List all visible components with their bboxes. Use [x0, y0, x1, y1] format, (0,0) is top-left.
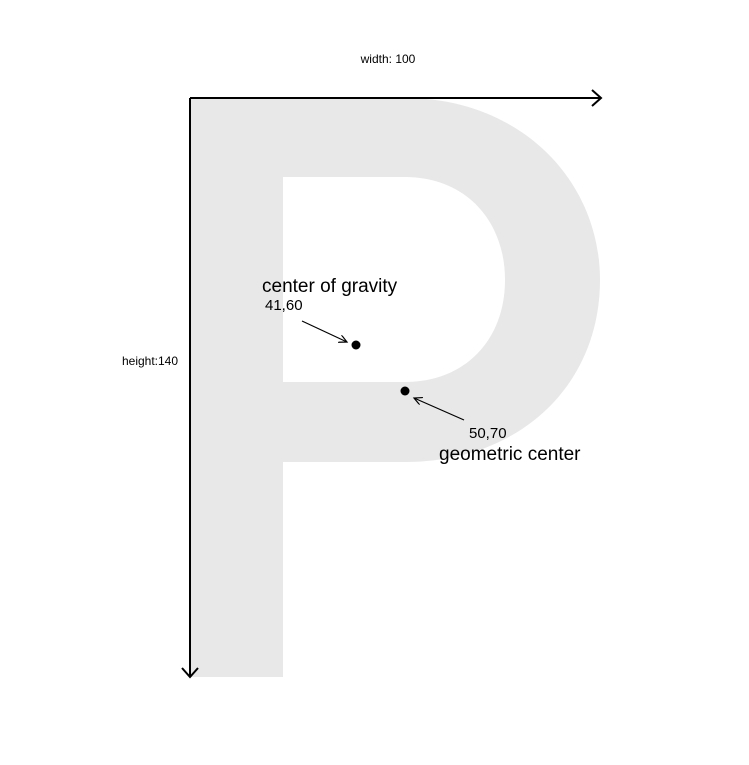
width-axis-arrowhead	[591, 89, 603, 107]
center-of-gravity-dot	[351, 340, 361, 350]
geometric-center-dot	[400, 386, 410, 396]
letter-p-glyph	[190, 98, 600, 677]
height-axis-arrowhead	[181, 667, 199, 679]
geometric-center-coords: 50,70	[469, 425, 507, 442]
geometric-center-pointer	[414, 398, 465, 421]
center-of-gravity-title: center of gravity	[262, 276, 398, 297]
geometric-center-title: geometric center	[439, 444, 581, 465]
center-of-gravity-coords: 41,60	[265, 297, 303, 314]
center-of-gravity-pointer	[301, 320, 347, 342]
height-label: height:140	[122, 354, 178, 368]
width-label: width: 100	[360, 52, 416, 66]
